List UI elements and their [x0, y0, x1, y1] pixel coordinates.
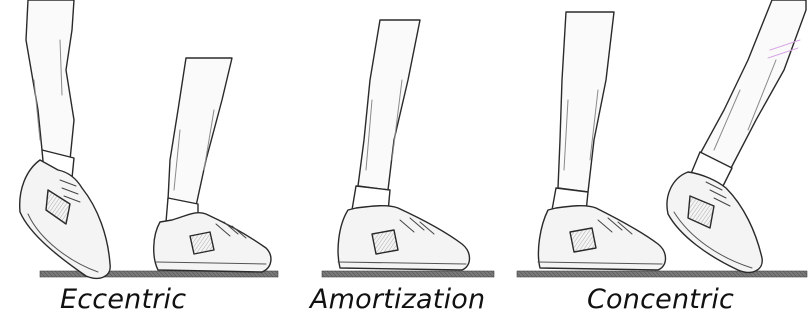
shoe: [338, 206, 469, 270]
shoe: [538, 206, 665, 270]
ground-strip-amortization: [322, 271, 494, 277]
phase-label-concentric: Concentric: [587, 284, 734, 315]
leg: [358, 20, 420, 190]
phase-label-amortization: Amortization: [310, 284, 485, 315]
phase-label-eccentric: Eccentric: [60, 284, 186, 315]
concentric-foot-flat: [538, 12, 666, 270]
eccentric-foot-flat: [154, 58, 271, 272]
eccentric-foot-raised: [20, 0, 111, 278]
ground-strip-concentric: [517, 271, 807, 277]
leg: [558, 12, 614, 192]
leg: [26, 0, 74, 160]
leg: [168, 58, 232, 206]
amortization-foot: [338, 20, 470, 270]
concentric-foot-pushoff: [667, 0, 806, 272]
